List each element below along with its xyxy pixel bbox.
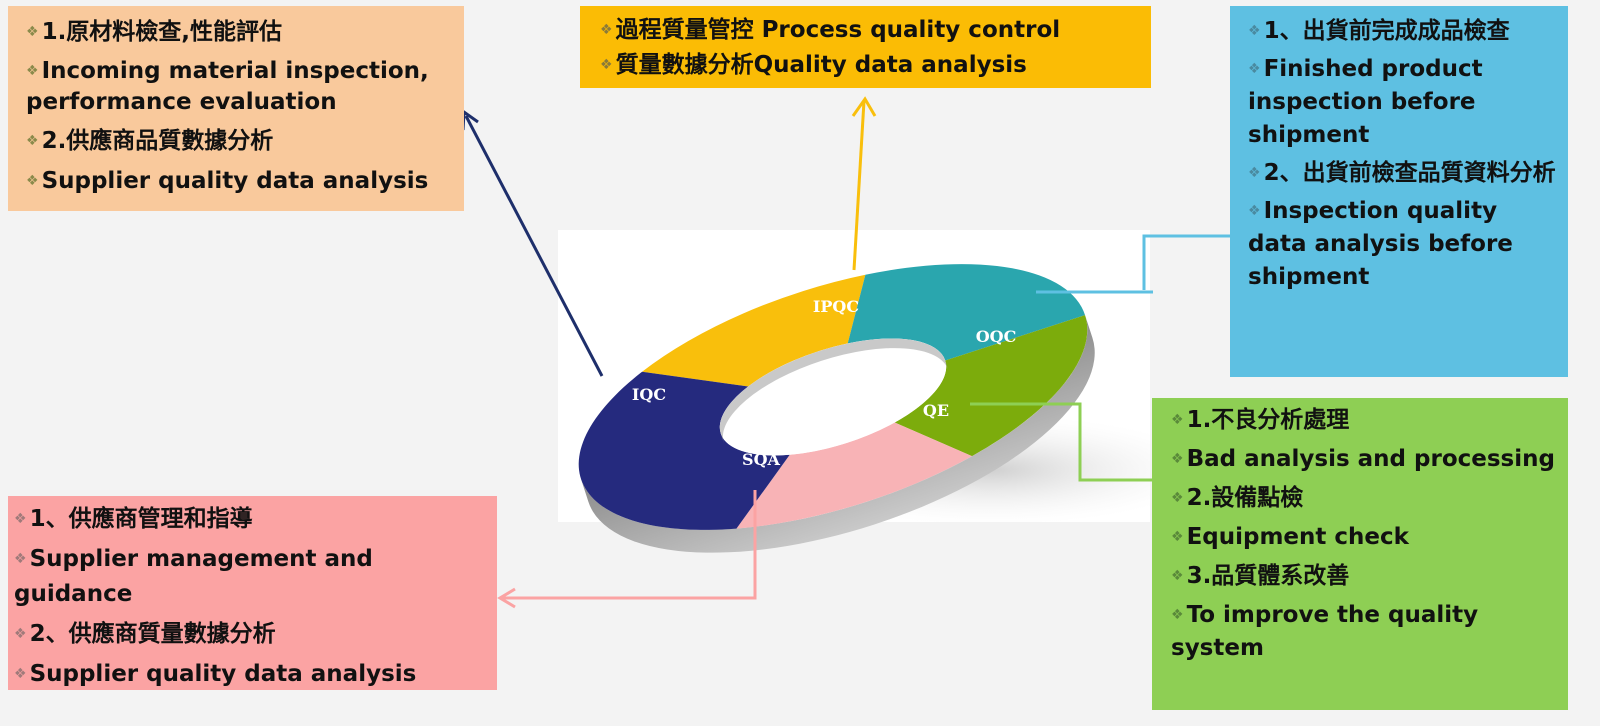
qe-line-5: ❖3.品質體系改善 [1171, 563, 1350, 589]
oqc-line-2: ❖Finished product inspection before ship… [1248, 56, 1483, 148]
sqa-line-1: ❖1、供應商管理和指導 [14, 506, 253, 532]
qe-line-1: ❖1.不良分析處理 [1171, 407, 1350, 433]
qe-line-2: ❖Bad analysis and processing [1171, 446, 1555, 472]
ring-segment-sqa [736, 422, 972, 529]
ring-label-qe: QE [923, 401, 949, 420]
iqc-line-3: ❖2.供應商品質數據分析 [26, 128, 274, 154]
bullet-icon: ❖ [14, 551, 27, 567]
bullet-icon: ❖ [1171, 490, 1184, 506]
iqc-line-2: ❖Incoming material inspection, performan… [26, 58, 429, 115]
ring-segment-iqc [578, 371, 790, 530]
sqa-info-box: ❖1、供應商管理和指導 ❖Supplier management and gui… [8, 496, 497, 690]
ring-segment-qe [894, 315, 1088, 457]
bullet-icon: ❖ [14, 666, 27, 682]
ring-label-sqa: SQA [742, 450, 780, 469]
oqc-line-3: ❖2、出貨前檢查品質資料分析 [1248, 160, 1556, 186]
connector-qe [970, 402, 1152, 482]
ipqc-line-2: ❖質量數據分析Quality data analysis [600, 52, 1027, 78]
bullet-icon: ❖ [26, 63, 39, 79]
ring-segment-ipqc [642, 274, 866, 387]
bullet-icon: ❖ [1248, 61, 1261, 77]
bullet-icon: ❖ [26, 24, 39, 40]
bullet-icon: ❖ [14, 511, 27, 527]
qe-line-6: ❖To improve the quality system [1171, 602, 1479, 661]
bullet-icon: ❖ [26, 173, 39, 189]
bullet-icon: ❖ [1248, 23, 1261, 39]
ring-segment-oqc [847, 264, 1086, 361]
connector-oqc [1036, 234, 1232, 294]
ipqc-line-1: ❖過程質量管控 Process quality control [600, 17, 1061, 43]
ring-label-ipqc: IPQC [813, 297, 859, 316]
iqc-line-4: ❖Supplier quality data analysis [26, 168, 429, 194]
ring-side [580, 315, 1095, 553]
bullet-icon: ❖ [1171, 529, 1184, 545]
bullet-icon: ❖ [1248, 165, 1261, 181]
iqc-line-1: ❖1.原材料檢查,性能評估 [26, 19, 283, 45]
sqa-line-4: ❖Supplier quality data analysis [14, 661, 417, 687]
bullet-icon: ❖ [600, 57, 613, 73]
sqa-line-2: ❖Supplier management and guidance [14, 546, 373, 607]
bullet-icon: ❖ [1248, 203, 1261, 219]
sqa-line-3: ❖2、供應商質量數據分析 [14, 621, 276, 647]
bullet-icon: ❖ [1171, 412, 1184, 428]
connector-sqa [497, 490, 757, 609]
oqc-line-4: ❖Inspection quality data analysis before… [1248, 198, 1513, 290]
bullet-icon: ❖ [26, 133, 39, 149]
oqc-line-1: ❖1、出貨前完成成品檢查 [1248, 18, 1510, 44]
bullet-icon: ❖ [1171, 607, 1184, 623]
qe-info-box: ❖1.不良分析處理 ❖Bad analysis and processing ❖… [1152, 398, 1568, 710]
bullet-icon: ❖ [1171, 451, 1184, 467]
iqc-info-box: ❖1.原材料檢查,性能評估 ❖Incoming material inspect… [8, 6, 464, 211]
ring-label-iqc: IQC [632, 385, 666, 404]
ipqc-info-box: ❖過程質量管控 Process quality control ❖質量數據分析Q… [580, 6, 1151, 88]
qe-line-4: ❖Equipment check [1171, 524, 1409, 550]
ring-hole-inner-wall [719, 338, 949, 443]
ring-label-oqc: OQC [976, 327, 1017, 346]
connector-ipqc [851, 96, 877, 271]
qe-line-3: ❖2.設備點檢 [1171, 485, 1304, 511]
bullet-icon: ❖ [1171, 568, 1184, 584]
bullet-icon: ❖ [600, 22, 613, 38]
oqc-info-box: ❖1、出貨前完成成品檢查 ❖Finished product inspectio… [1230, 6, 1568, 377]
bullet-icon: ❖ [14, 626, 27, 642]
